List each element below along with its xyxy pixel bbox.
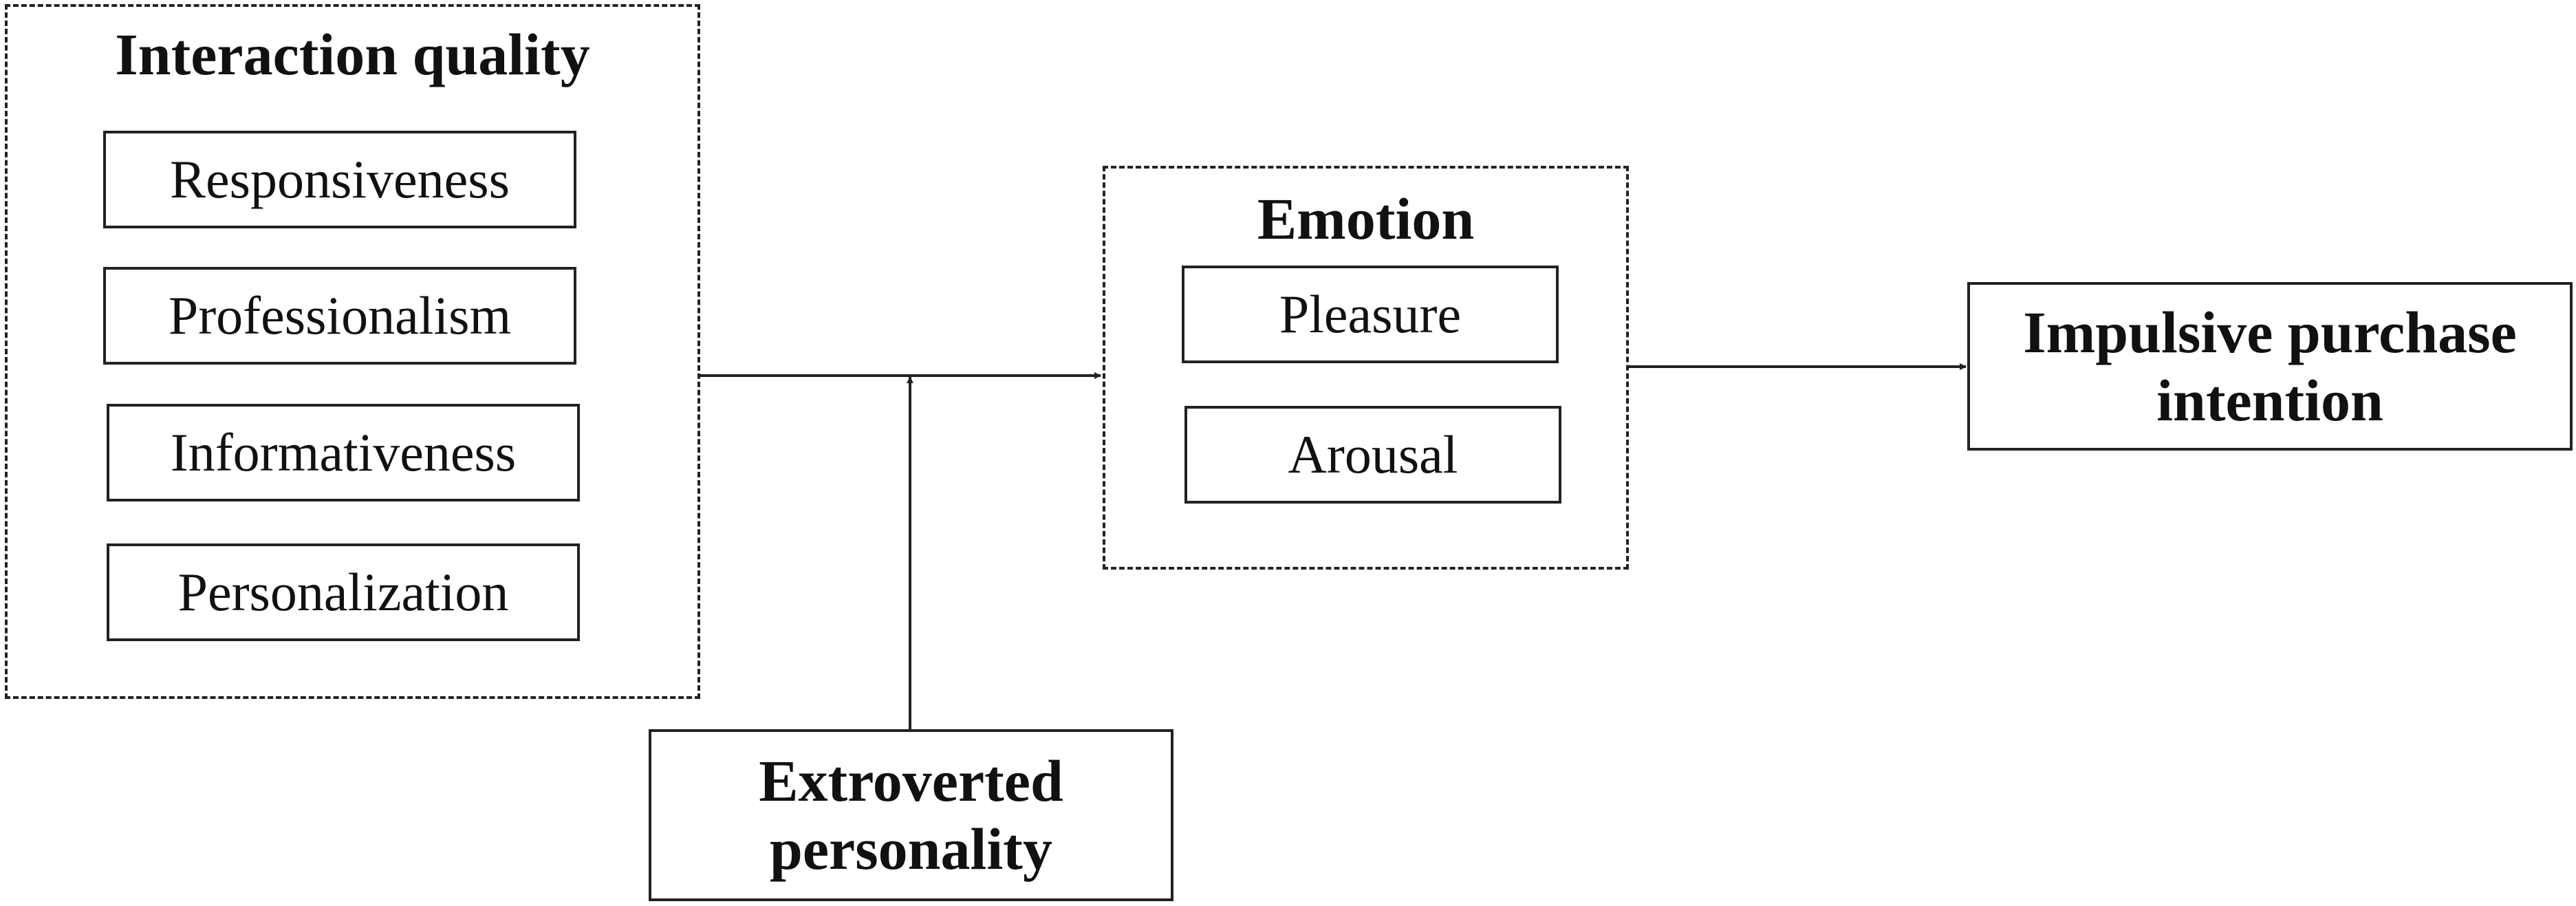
responsiveness-box: Responsiveness bbox=[103, 131, 576, 228]
extroverted-personality-line1: Extroverted bbox=[759, 748, 1063, 815]
impulsive-purchase-line2: intention bbox=[2156, 367, 2383, 433]
informativeness-box: Informativeness bbox=[107, 404, 580, 501]
extroverted-personality-box: Extroverted personality bbox=[649, 729, 1173, 901]
emotion-title: Emotion bbox=[1257, 186, 1475, 252]
impulsive-purchase-intention-box: Impulsive purchase intention bbox=[1967, 282, 2573, 451]
arousal-box: Arousal bbox=[1184, 406, 1561, 504]
interaction-quality-title: Interaction quality bbox=[115, 21, 590, 87]
emotion-group: Emotion bbox=[1103, 166, 1629, 570]
interaction-quality-group: Interaction quality bbox=[5, 4, 700, 699]
extroverted-personality-line2: personality bbox=[770, 816, 1052, 882]
pleasure-box: Pleasure bbox=[1182, 266, 1559, 363]
impulsive-purchase-line1: Impulsive purchase bbox=[2023, 299, 2517, 365]
professionalism-box: Professionalism bbox=[103, 267, 576, 365]
personalization-box: Personalization bbox=[107, 543, 580, 641]
